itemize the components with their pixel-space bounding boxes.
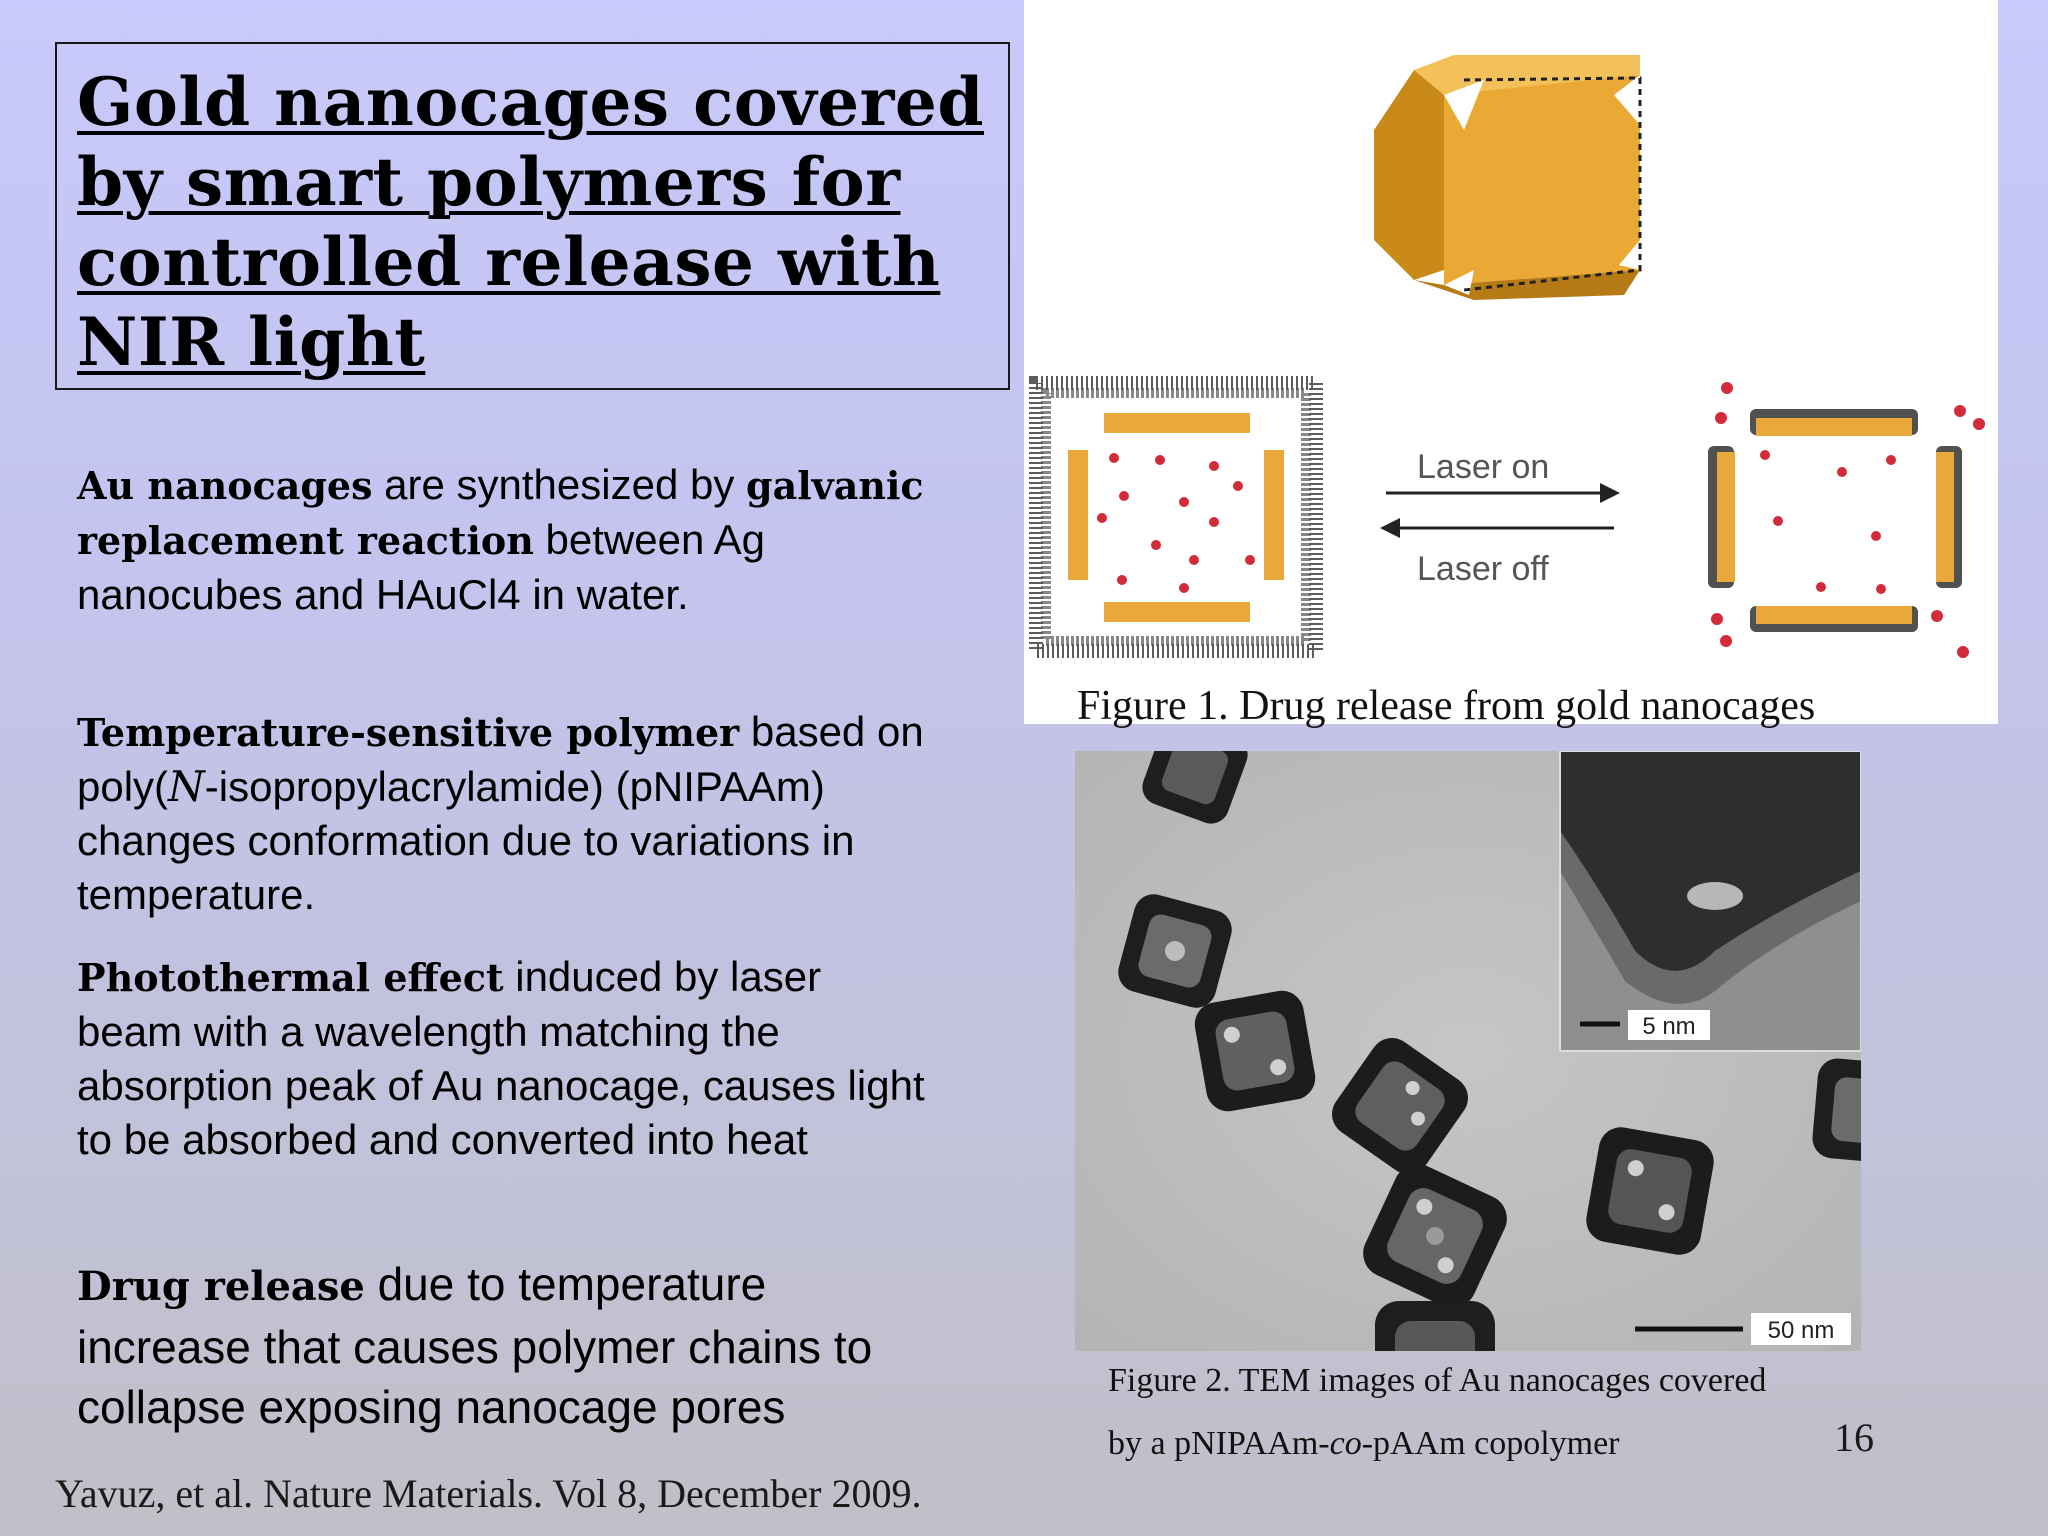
laser-off-label: Laser off [1417, 550, 1549, 588]
laser-arrows [1380, 483, 1620, 538]
nanocage-polymer-covered [1029, 376, 1323, 658]
text: by a pNIPAAm- [1108, 1425, 1330, 1462]
text: are synthesized by [372, 461, 746, 508]
reference-citation: Yavuz, et al. Nature Materials. Vol 8, D… [55, 1471, 922, 1516]
keyword: galvanic replacement reaction [77, 463, 924, 563]
tem-micrograph: 5 nm 50 nm [1075, 718, 1918, 1421]
text: based on poly( [77, 708, 924, 810]
scale-label-main: 50 nm [1768, 1317, 1835, 1344]
slide-title: Gold nanocages covered by smart polymers… [77, 63, 985, 381]
paragraph-polymer: Temperature-sensitive polymer based on p… [77, 705, 937, 922]
paragraph-synthesis: Au nanocages are synthesized by galvanic… [77, 458, 937, 622]
text: N [168, 762, 205, 811]
text: co [1329, 1425, 1362, 1462]
text: -pAAm copolymer [1361, 1425, 1620, 1462]
paragraph-drug-release: Drug release due to temperature increase… [77, 1254, 937, 1437]
tem-image: 5 nm 50 nm [1075, 718, 1918, 1421]
page-number: 16 [1834, 1415, 1874, 1460]
scale-label-inset: 5 nm [1642, 1013, 1695, 1040]
text: due to temperature increase that causes … [77, 1258, 873, 1433]
laser-on-label: Laser on [1417, 448, 1549, 486]
figure-2-caption-line1: Figure 2. TEM images of Au nanocages cov… [1108, 1362, 1767, 1399]
tem-inset: 5 nm [1559, 750, 1862, 1052]
nanocage-collapsed [1708, 382, 1985, 658]
text: induced by laser beam with a wavelength … [77, 953, 925, 1163]
keyword: Temperature-sensitive polymer [77, 710, 740, 755]
paragraph-photothermal: Photothermal effect induced by laser bea… [77, 950, 937, 1167]
title-box: Gold nanocages covered by smart polymers… [55, 42, 1010, 390]
nanocage-3d-cube [1374, 55, 1642, 300]
figure-1: Laser on Laser off [1024, 0, 1998, 724]
text: between Ag nanocubes and HAuCl4 in water… [77, 516, 766, 618]
keyword: Photothermal effect [77, 955, 504, 1000]
figure-1-caption: Figure 1. Drug release from gold nanocag… [1077, 683, 1816, 729]
text: -isopropylacrylamide) (pNIPAAm) changes … [77, 763, 855, 918]
keyword: Drug release [77, 1263, 365, 1310]
figure-2-caption-line2: by a pNIPAAm-co-pAAm copolymer [1108, 1425, 1620, 1463]
nanocage-diagram: Laser on Laser off [1029, 55, 1985, 658]
keyword: Au nanocages [77, 463, 373, 508]
